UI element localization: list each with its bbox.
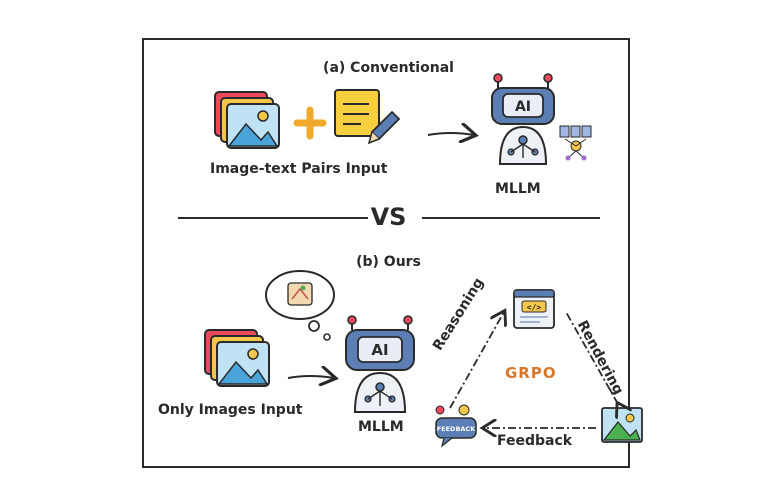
pencil-icon — [367, 110, 401, 145]
arrow-right-icon — [427, 133, 474, 135]
image-stack-icon — [214, 91, 280, 149]
robot-icon: AI — [491, 73, 555, 165]
svg-text:AI: AI — [371, 341, 388, 359]
vs-divider: VS — [370, 203, 407, 231]
input-label-images: Only Images Input — [158, 402, 303, 418]
grpo-label: GRPO — [505, 364, 557, 382]
model-label: MLLM — [358, 419, 404, 435]
arrow-right-icon — [287, 376, 334, 378]
code-window-icon: </> — [513, 289, 555, 329]
image-icon — [601, 407, 643, 443]
svg-text:AI: AI — [515, 99, 531, 115]
input-label-pairs: Image-text Pairs Input — [210, 161, 388, 177]
robot-icon: AI — [345, 315, 415, 413]
loop-arrow-rendering — [565, 311, 618, 404]
data-network-icon — [559, 125, 592, 161]
sticky-note-icon — [334, 89, 380, 137]
svg-text:FEEDBACK: FEEDBACK — [437, 425, 476, 433]
section-title-ours: (b) Ours — [356, 254, 421, 270]
section-title-conventional: (a) Conventional — [323, 60, 454, 76]
plus-icon — [293, 106, 327, 140]
svg-text:</>: </> — [527, 303, 542, 312]
loop-arrow-reasoning — [449, 312, 504, 409]
image-stack-icon — [204, 329, 270, 387]
feedback-chat-icon: FEEDBACK — [435, 404, 477, 448]
model-label: MLLM — [495, 181, 541, 197]
thought-bubble-icon — [265, 270, 335, 341]
edge-label-feedback: Feedback — [497, 433, 573, 449]
